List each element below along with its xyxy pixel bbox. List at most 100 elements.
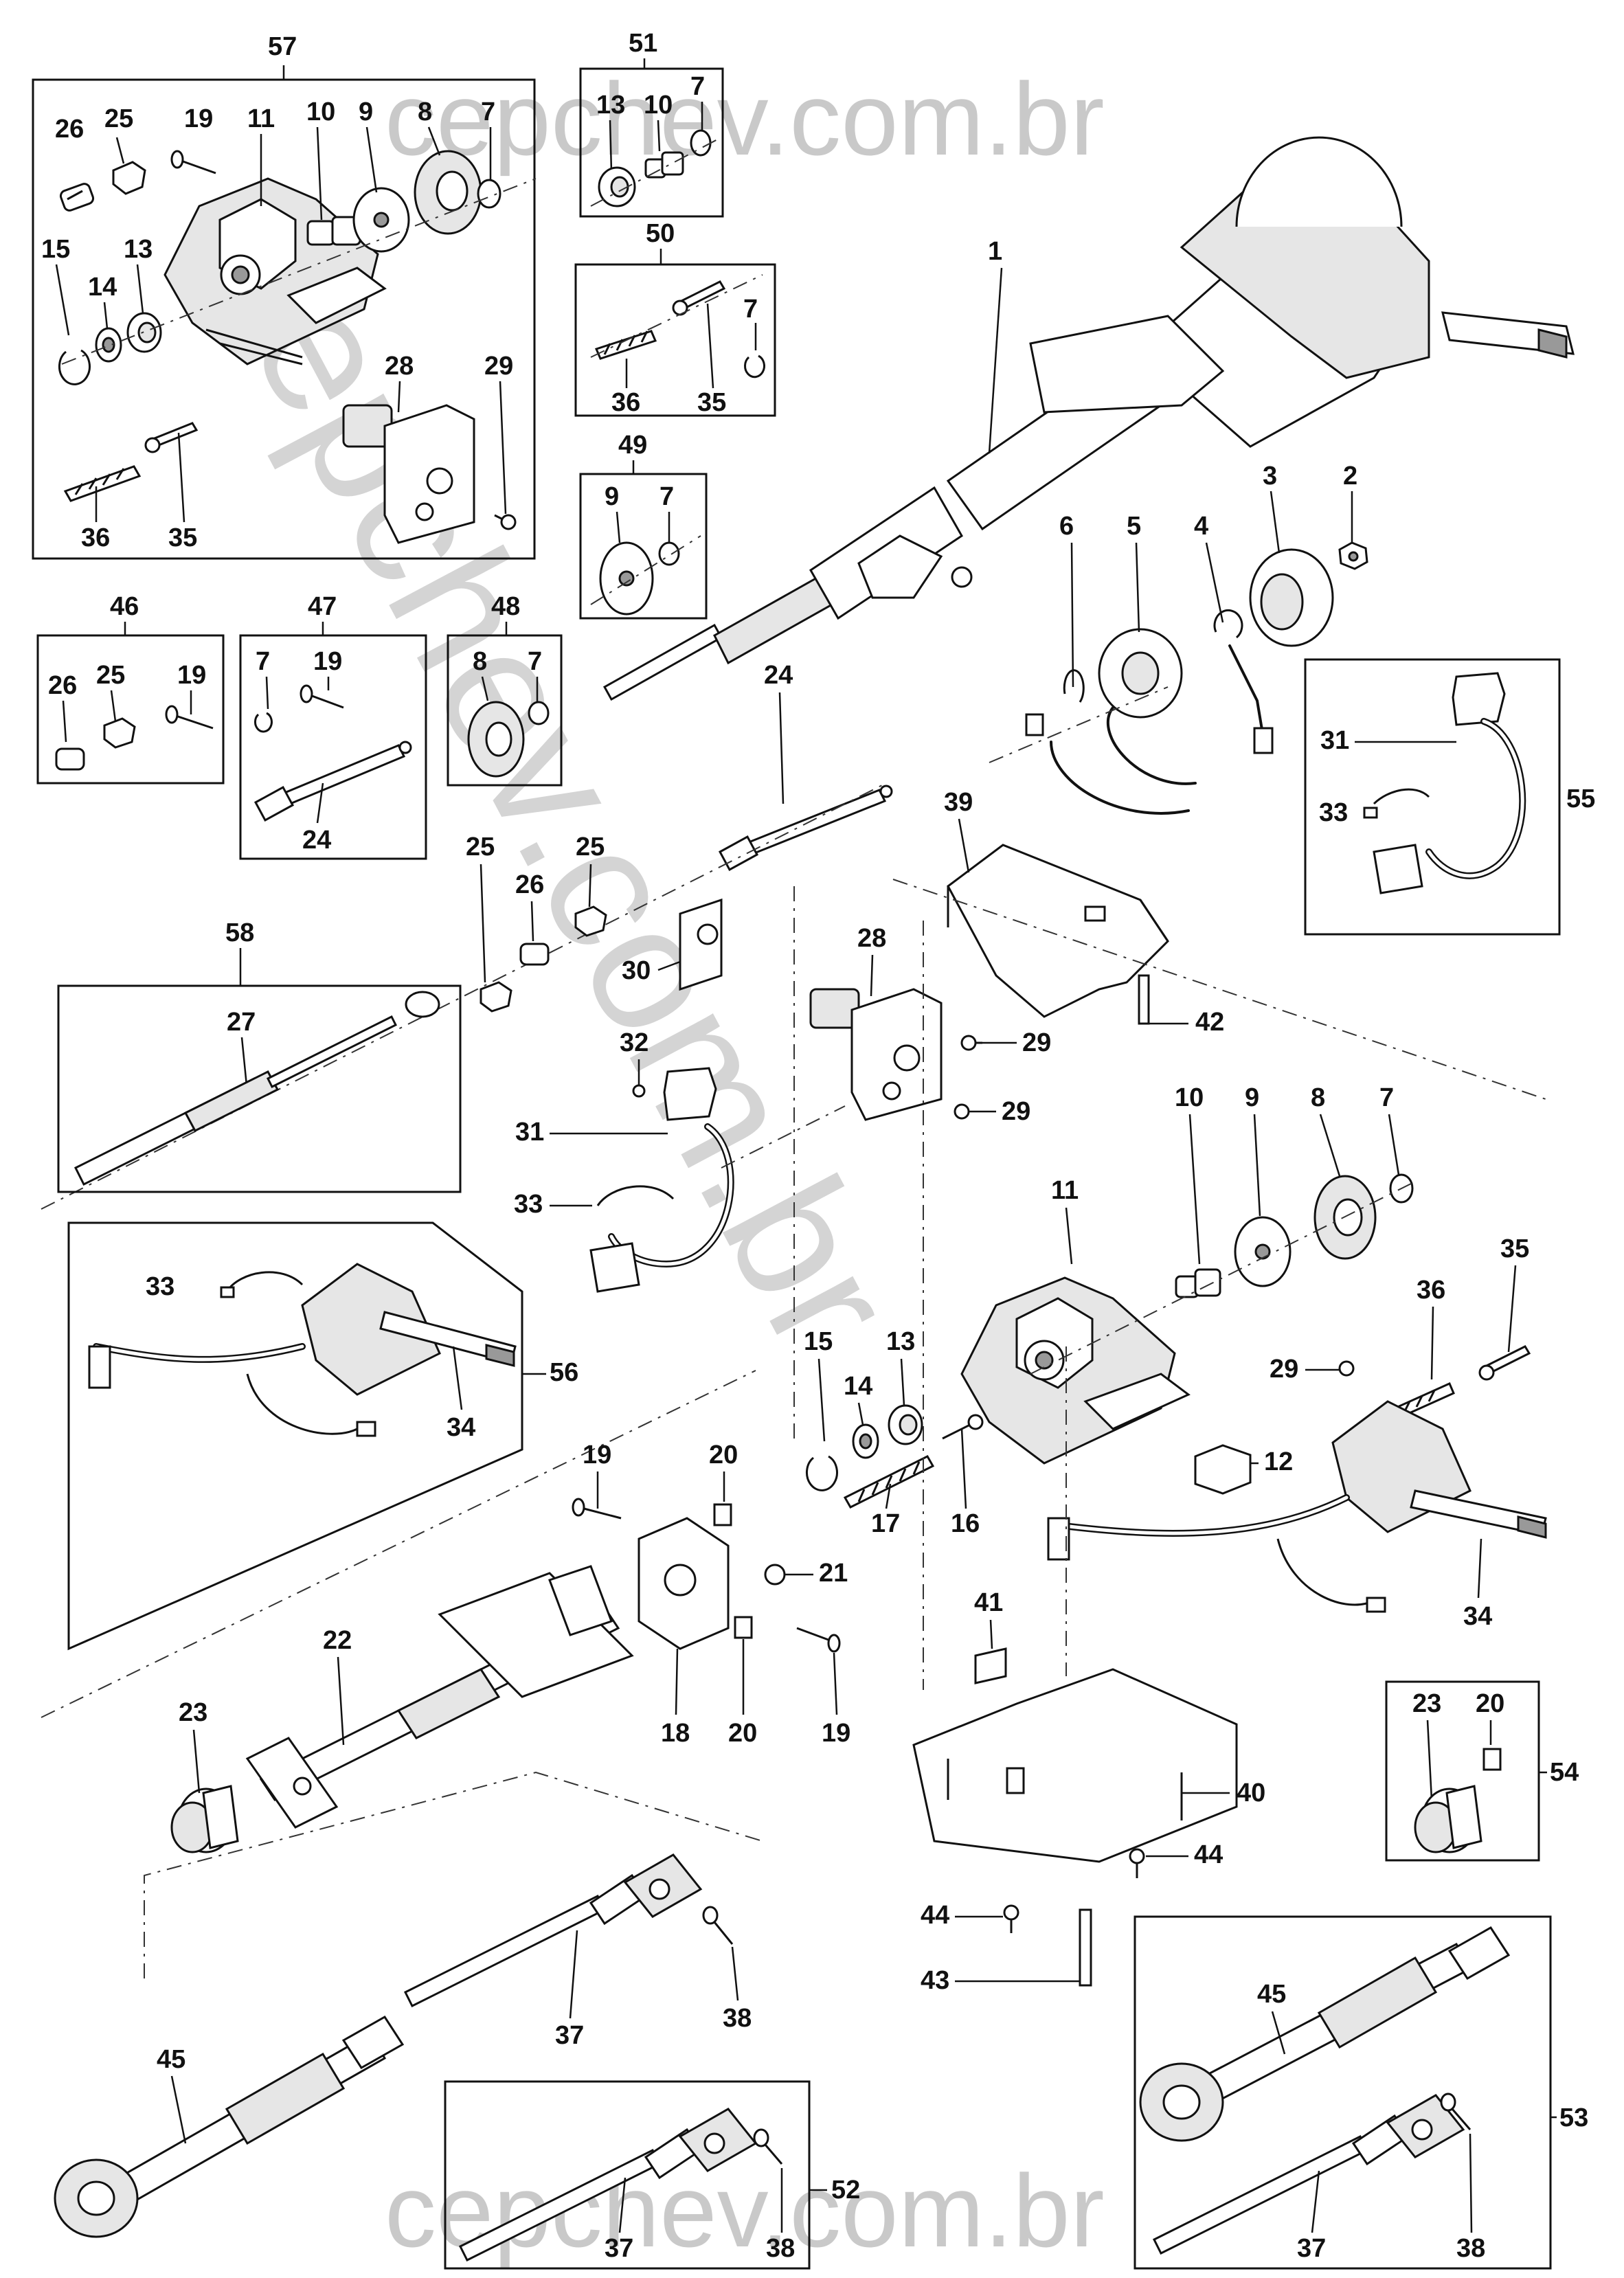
label-53-37: 37: [1297, 2234, 1326, 2263]
part-19-screw-kit46: [165, 705, 214, 730]
label-49-9: 9: [605, 482, 619, 511]
label-57-15: 15: [41, 235, 70, 264]
label-main-40: 40: [1237, 1779, 1265, 1807]
kit-box-46: 46 26 25 19: [36, 592, 225, 785]
label-46-26: 26: [48, 671, 77, 700]
part-10-sleeve-main: [1175, 1268, 1221, 1298]
part-14-washer: [95, 327, 122, 363]
label-main-19b: 19: [822, 1719, 850, 1748]
kit-box-56: 56 33 34: [67, 1221, 578, 1651]
box-49-frame: [579, 473, 708, 620]
label-main-12: 12: [1264, 1447, 1293, 1476]
part-2-nut: [1338, 541, 1368, 570]
label-main-32: 32: [620, 1028, 649, 1057]
watermark-bottom: cepchev.com.br: [385, 2153, 1105, 2268]
part-16-screw: [942, 1414, 984, 1440]
label-main-25b: 25: [576, 833, 605, 861]
label-main-4: 4: [1194, 512, 1208, 541]
part-7-ring-kit50: [744, 354, 765, 379]
label-main-20a: 20: [709, 1441, 738, 1469]
label-main-10: 10: [1175, 1083, 1204, 1112]
part-35-pin-kit50: [672, 280, 726, 316]
callout-57: 57: [268, 32, 297, 61]
part-36-spring-kit50: [594, 330, 657, 360]
label-main-17: 17: [871, 1509, 900, 1538]
label-54-20: 20: [1476, 1689, 1504, 1718]
part-21-nut: [764, 1564, 786, 1586]
part-28-lock-housing-main: [809, 988, 943, 1121]
label-main-24: 24: [764, 661, 793, 690]
part-29-screw-c: [1338, 1360, 1355, 1377]
box-53-frame: [1134, 1915, 1552, 2270]
label-57-19: 19: [184, 104, 213, 133]
part-19-screw: [170, 150, 216, 174]
watermark-diagonal: cepchev.com.br: [172, 185, 934, 1381]
part-31-connector-kit55: [1373, 672, 1526, 894]
label-53-38: 38: [1456, 2234, 1485, 2263]
box-50-frame: [574, 263, 776, 417]
part-8-gear: [414, 150, 482, 235]
part-28-lock-housing: [342, 404, 475, 544]
part-5-coil: [1098, 628, 1197, 785]
kit-box-58: 58 27: [57, 918, 462, 1193]
part-40-shroud-lower: [912, 1668, 1238, 1863]
label-57-11: 11: [247, 104, 275, 133]
label-51-13: 13: [596, 91, 625, 120]
part-33-plug-kit55: [1363, 807, 1378, 819]
label-main-34: 34: [1463, 1602, 1492, 1631]
label-main-22: 22: [323, 1626, 352, 1655]
part-20-clip-b: [734, 1616, 753, 1639]
part-6-switch: [1025, 669, 1190, 815]
box-57-frame: [32, 78, 536, 560]
label-57-26: 26: [55, 115, 84, 144]
label-main-44b: 44: [921, 1901, 949, 1930]
part-35-pin: [144, 422, 199, 453]
label-main-26: 26: [515, 870, 544, 899]
label-57-36: 36: [81, 523, 110, 552]
part-42-pin: [1138, 974, 1150, 1025]
part-18-bracket: [638, 1517, 730, 1650]
part-33-wire-main: [596, 1185, 675, 1206]
label-main-29c: 29: [1270, 1355, 1298, 1384]
part-37-shaft-kit53: [1152, 2094, 1465, 2255]
label-main-15: 15: [804, 1327, 833, 1356]
label-55-33: 33: [1319, 798, 1348, 827]
label-main-37: 37: [555, 2021, 584, 2050]
part-45-lower-shaft: [54, 2015, 405, 2238]
label-51-7: 7: [690, 72, 705, 101]
label-57-29: 29: [484, 352, 513, 381]
box-46-frame: [36, 634, 225, 785]
label-main-38: 38: [723, 2004, 752, 2033]
callout-48: 48: [491, 592, 520, 621]
part-26-bushing-main: [519, 943, 550, 966]
part-15-clip: [58, 349, 91, 385]
part-33-wire-kit56: [225, 1271, 304, 1292]
part-8-gear-kit48: [467, 701, 525, 778]
part-7-ring-kit51: [690, 129, 712, 157]
part-13-bushing: [126, 312, 162, 353]
label-main-30: 30: [622, 956, 651, 985]
kit-box-50: 50 7 36 35: [574, 219, 776, 417]
part-29-screw-b: [954, 1103, 970, 1120]
kit-box-55: 55 31 33: [1304, 658, 1595, 936]
label-57-28: 28: [385, 352, 414, 381]
box-58-frame: [57, 984, 462, 1193]
part-7-ring: [477, 179, 501, 209]
part-20-clip-a: [713, 1503, 732, 1526]
box-47-frame: [239, 634, 427, 860]
part-7-ring-kit49: [658, 541, 680, 566]
label-main-39: 39: [944, 788, 973, 817]
label-46-19: 19: [177, 661, 206, 690]
kit-box-49: 49 9 7: [579, 431, 708, 620]
label-main-43: 43: [921, 1966, 949, 1995]
kit-box-54: 54 23 20: [1385, 1680, 1579, 1862]
label-58-27: 27: [227, 1008, 256, 1037]
part-9-plate-main: [1234, 1216, 1292, 1287]
label-main-25a: 25: [466, 833, 495, 861]
label-56-34: 34: [447, 1413, 475, 1442]
label-main-31: 31: [515, 1118, 544, 1147]
label-main-13: 13: [886, 1327, 915, 1356]
label-53-45: 45: [1257, 1980, 1286, 2009]
part-41-clip: [974, 1647, 1007, 1684]
